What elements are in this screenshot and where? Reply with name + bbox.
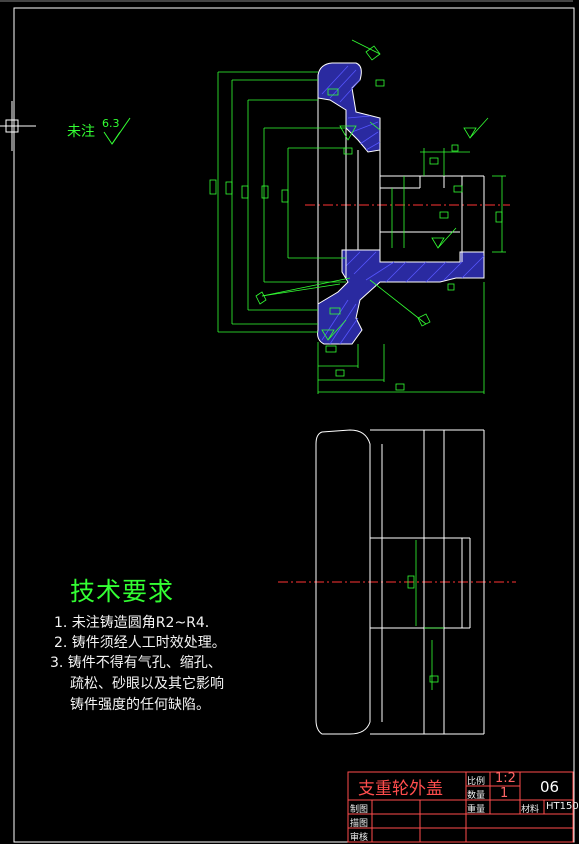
drawing-number: 06 xyxy=(540,778,560,796)
side-view xyxy=(278,429,516,735)
technical-requirements-title: 技术要求 xyxy=(70,577,175,606)
material-value: HT150 xyxy=(546,801,579,812)
scale-value: 1:2 xyxy=(495,771,516,786)
roughness-note-value: 6.3 xyxy=(102,117,120,130)
side-view-dimensions xyxy=(407,540,444,690)
dimension-text-markers xyxy=(209,79,503,391)
hatch-lines xyxy=(321,65,485,345)
section-outline xyxy=(317,98,485,330)
traced-by-label: 描图 xyxy=(350,819,369,829)
dimension-lines xyxy=(217,39,506,394)
requirement-line-4: 疏松、砂眼以及其它影响 xyxy=(70,676,224,692)
section-view xyxy=(209,39,510,394)
scale-label: 比例 xyxy=(467,777,486,787)
roughness-note-label: 未注 xyxy=(67,124,95,140)
quantity-value: 1 xyxy=(500,786,509,801)
roughness-symbols xyxy=(255,45,489,341)
roughness-default-symbol xyxy=(103,117,131,145)
requirement-line-1: 1. 未注铸造圆角R2~R4. xyxy=(54,615,210,631)
checked-by-label: 审核 xyxy=(350,833,369,843)
drawing-frame xyxy=(13,7,575,843)
weight-label: 重量 xyxy=(467,805,486,815)
quantity-label: 数量 xyxy=(467,791,486,801)
requirement-line-3: 3. 铸件不得有气孔、缩孔、 xyxy=(50,655,222,671)
material-label: 材料 xyxy=(521,805,540,815)
requirement-line-2: 2. 铸件须经人工时效处理。 xyxy=(54,635,226,651)
requirement-line-5: 铸件强度的任何缺陷。 xyxy=(70,697,210,713)
title-block-grid xyxy=(347,771,574,843)
hatch-regions xyxy=(317,62,485,345)
crosshair-cursor-icon xyxy=(0,101,36,151)
drawn-by-label: 制图 xyxy=(350,805,369,815)
part-name: 支重轮外盖 xyxy=(358,779,443,799)
